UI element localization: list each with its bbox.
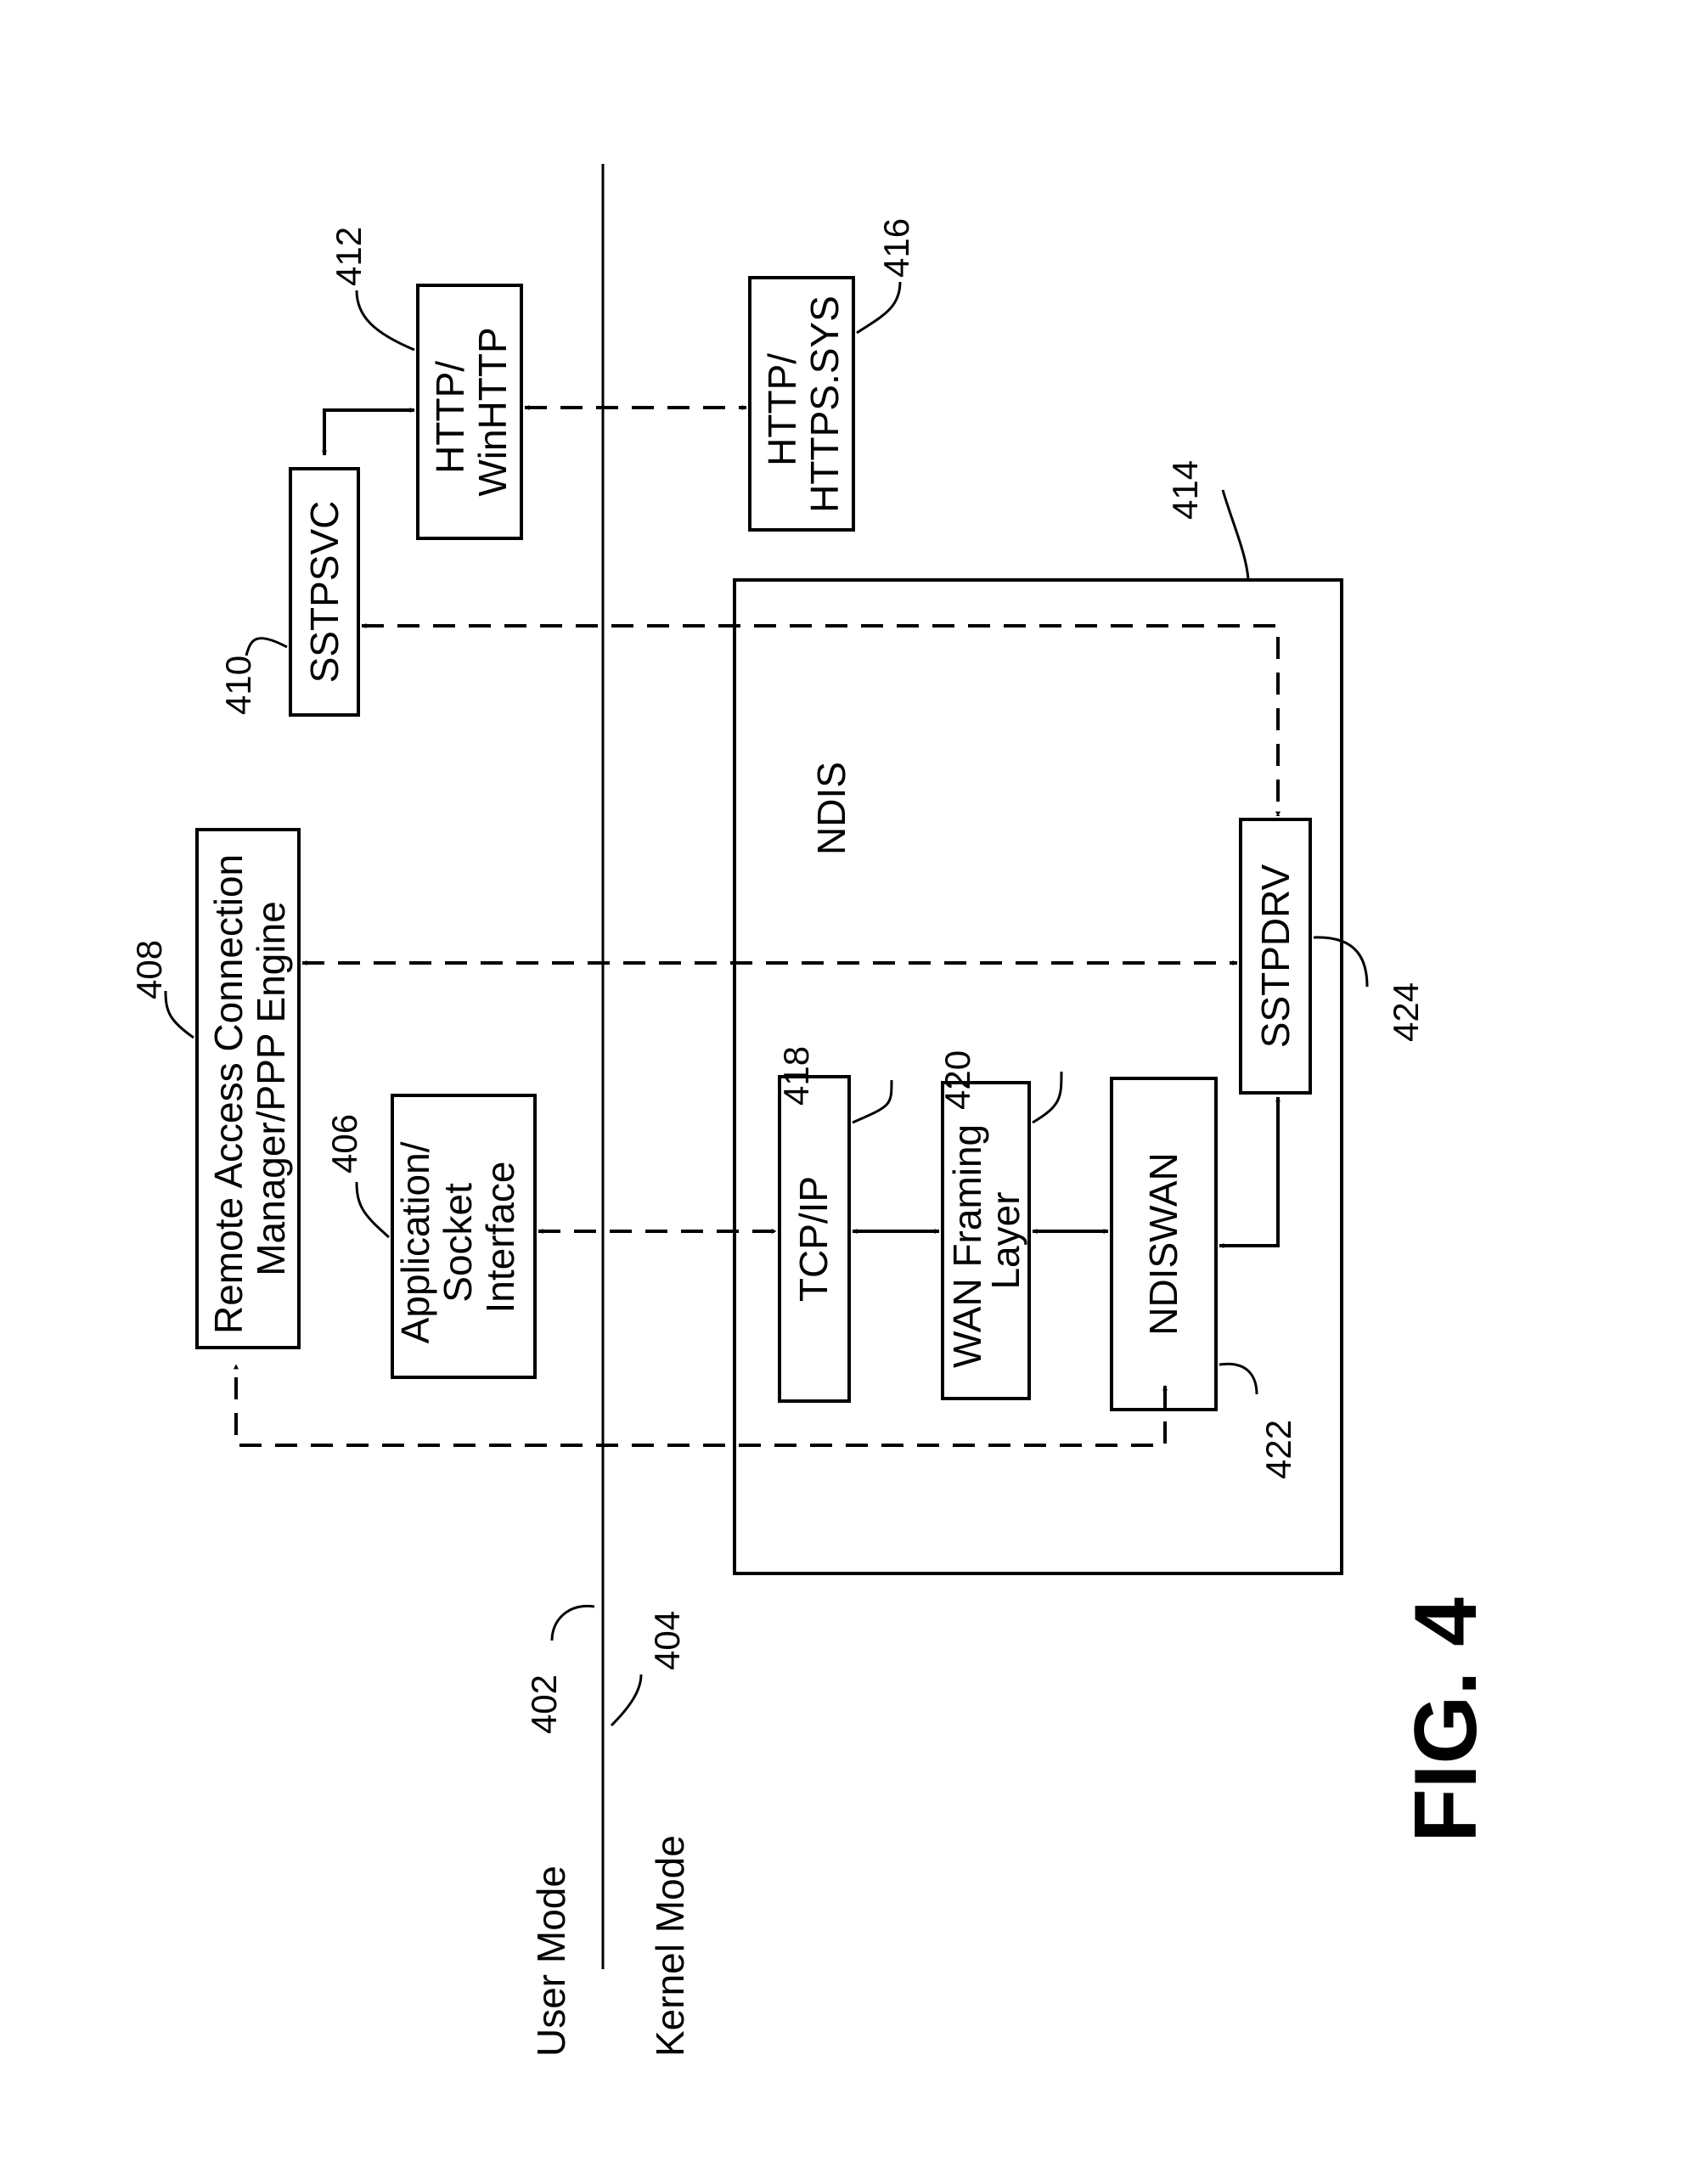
sstpsvc-ref-leader (246, 639, 287, 656)
kernel-mode-ref-leader (611, 1675, 641, 1725)
ndis-ref-leader (1223, 490, 1248, 580)
application-ref: 406 (324, 1114, 364, 1174)
https-sys-ref-leader (857, 282, 900, 333)
tcpip-label: TCP/IP (791, 1176, 836, 1302)
winhttp-label: HTTP/ WinHTTP (428, 327, 515, 496)
kernel-mode-label: Kernel Mode (648, 1835, 692, 2057)
wan-framing-ref: 420 (937, 1050, 977, 1110)
winhttp-ref-leader (357, 290, 414, 350)
sstpsvc-label: SSTPSVC (302, 501, 346, 684)
application-ref-leader (357, 1182, 389, 1237)
rotated-drawing: User Mode Kernel Mode 402 404 Remote Acc… (129, 164, 1426, 2057)
figure-title: FIG. 4 (1397, 1597, 1495, 1843)
sstpsvc-ref: 410 (218, 656, 258, 715)
sstpdrv-label: SSTPDRV (1253, 864, 1297, 1048)
remote-access-label: Remote Access Connection Manager/PPP Eng… (206, 843, 293, 1334)
user-mode-label: User Mode (529, 1866, 573, 2057)
remote-access-ref: 408 (129, 940, 169, 999)
user-mode-ref-leader (552, 1606, 594, 1641)
tcpip-ref-leader (853, 1080, 892, 1123)
https-sys-ref: 416 (876, 218, 916, 278)
sstpsvc-to-winhttp-arrow (324, 410, 414, 455)
wan-framing-ref-leader (1033, 1072, 1061, 1123)
sstpdrv-ref: 424 (1386, 982, 1426, 1042)
ndiswan-label: NDISWAN (1141, 1152, 1185, 1336)
tcpip-ref: 418 (776, 1046, 816, 1106)
remote-access-ref-leader (166, 991, 194, 1038)
user-mode-ref: 402 (524, 1675, 564, 1734)
ndiswan-ref: 422 (1258, 1420, 1298, 1479)
ndis-ref: 414 (1165, 460, 1205, 520)
winhttp-ref: 412 (329, 227, 369, 286)
kernel-mode-ref: 404 (647, 1611, 687, 1670)
ndis-label: NDIS (809, 762, 853, 855)
ndiswan-to-sstpdrv-arrow (1219, 1097, 1278, 1246)
ndiswan-ref-leader (1219, 1364, 1257, 1394)
